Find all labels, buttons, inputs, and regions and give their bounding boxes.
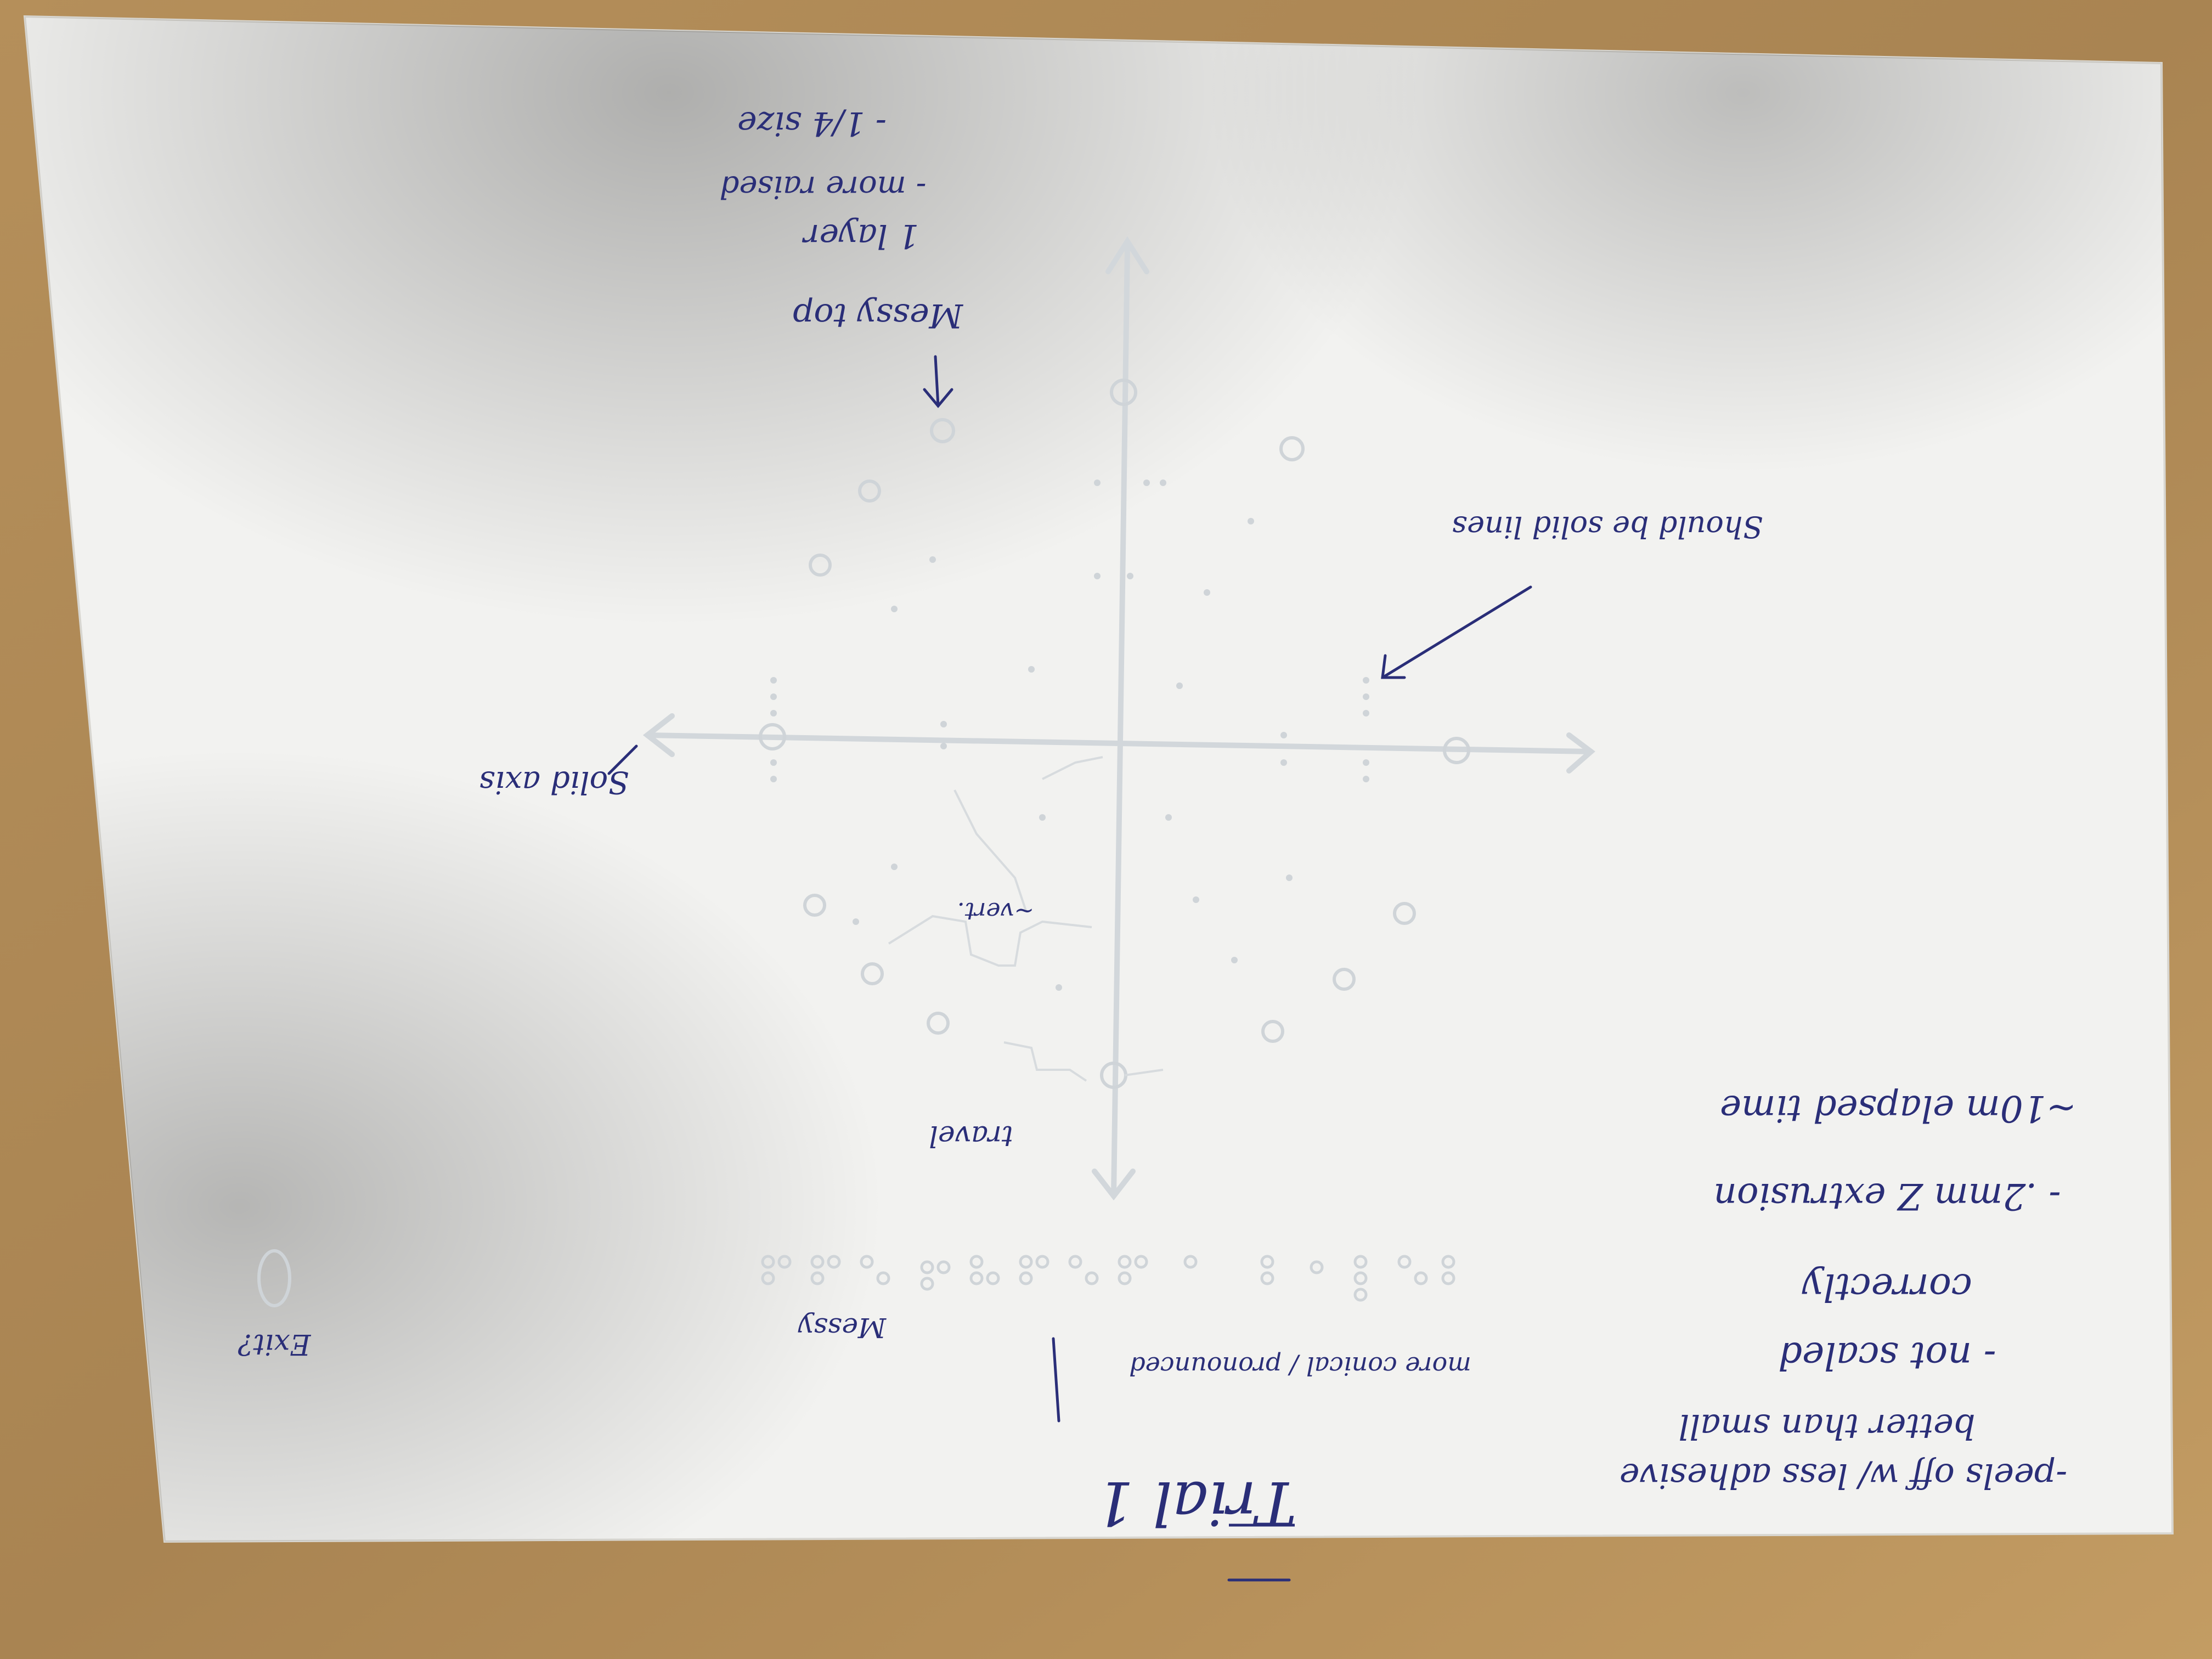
ink-arrows [607,355,1532,1582]
note-peels-off: -peels off w/ less adhesive [1619,1456,2068,1496]
travel-strings [888,756,1164,1082]
note-conical: more conical / pronounced [1129,1351,1471,1381]
note-more-raised: - more raised [719,169,927,205]
printed-dots [759,379,1470,1089]
note-extrusion: - .2mm Z extrusion [1713,1175,2061,1217]
note-messy-braille: Messy [798,1312,887,1344]
note-better-than-small: better than small [1678,1407,1976,1447]
note-size: - 1/4 size [737,104,887,143]
note-exit: Exit? [238,1328,311,1361]
note-correctly: correctly [1802,1265,1972,1308]
note-elapsed-time: ~10m elapsed time [1719,1087,2077,1130]
note-one-layer: 1 layer [803,217,919,255]
trial-title: Trial 1 [1095,1468,1297,1538]
exit-blob [257,1249,291,1307]
note-messy-top: Messy top [792,296,963,335]
printed-small-dots [770,479,1369,991]
braille-row [761,1255,1455,1302]
note-vert: ~vert. [957,897,1035,925]
note-should-be-solid: Should be solid lines [1452,510,1763,544]
note-solid-axis: Solid axis [479,764,629,800]
note-not-scaled: - not scaled [1778,1334,1996,1377]
note-travel: travel [929,1119,1013,1152]
